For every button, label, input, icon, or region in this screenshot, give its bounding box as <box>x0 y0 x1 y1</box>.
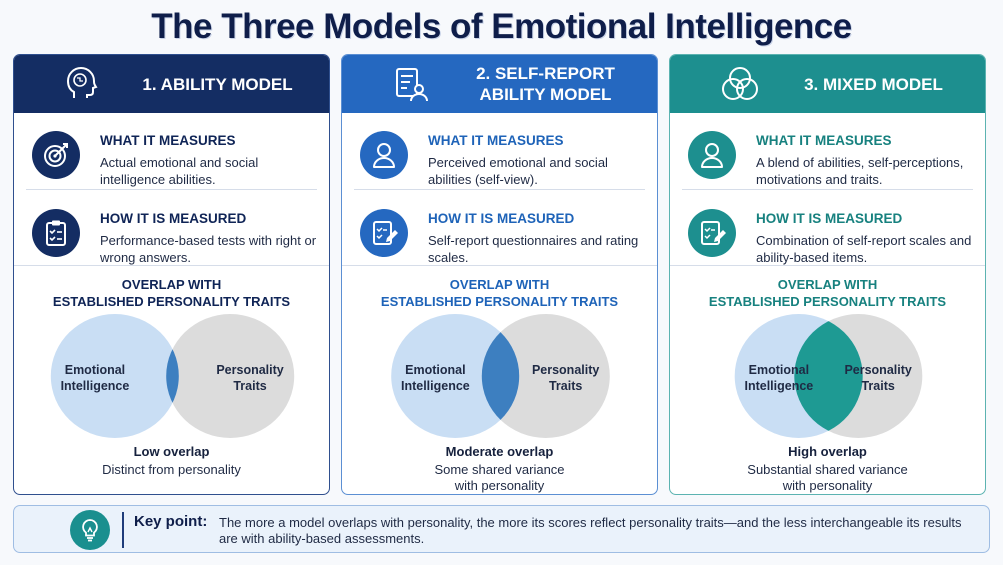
head-brain-icon <box>62 64 102 104</box>
form-pencil-icon <box>360 209 408 257</box>
model-title: 1. ABILITY MODEL <box>142 74 293 94</box>
venn-overlap <box>794 314 863 438</box>
model-card-header: 2. SELF-REPORT ABILITY MODEL <box>342 55 657 113</box>
model-card-header: 3. MIXED MODEL <box>670 55 985 113</box>
section-heading: WHAT IT MEASURES <box>756 133 892 148</box>
venn-circle-ei <box>50 314 179 438</box>
target-icon <box>32 131 80 179</box>
section-text: A blend of abilities, self-perceptions, … <box>756 155 964 187</box>
what-it-measures-section: WHAT IT MEASURES Actual emotional and soc… <box>14 123 329 201</box>
report-person-icon <box>390 64 430 104</box>
section-text: Performance-based tests with right or wr… <box>100 233 317 265</box>
person-icon <box>688 131 736 179</box>
model-title: 3. MIXED MODEL <box>804 74 943 94</box>
lightbulb-icon <box>70 510 110 550</box>
overlap-description: Substantial shared variance with persona… <box>747 462 908 493</box>
model-card-header: 1. ABILITY MODEL <box>14 55 329 113</box>
key-point-separator <box>122 512 124 548</box>
divider <box>26 189 317 190</box>
overlap-level: High overlap <box>788 444 867 459</box>
person-icon <box>360 131 408 179</box>
section-text: Combination of self-report scales and ab… <box>756 233 972 265</box>
overlap-description: Some shared variance with personality <box>434 462 565 493</box>
model-card-2: 2. SELF-REPORT ABILITY MODEL WHAT IT MEAS… <box>341 54 658 495</box>
form-pencil-icon <box>688 209 736 257</box>
venn-circle-ei <box>391 314 520 438</box>
divider <box>14 265 329 266</box>
key-point-text: The more a model overlaps with personali… <box>219 515 962 546</box>
divider <box>354 189 645 190</box>
how-measured-section: HOW IT IS MEASURED Combination of self-re… <box>670 201 985 279</box>
model-card-3: 3. MIXED MODEL WHAT IT MEASURES A blend of… <box>669 54 986 495</box>
venn-circle-personality <box>166 314 295 438</box>
key-point-label: Key point: <box>134 513 208 530</box>
section-text: Perceived emotional and social abilities… <box>428 155 608 187</box>
page-title: The Three Models of Emotional Intelligen… <box>151 7 852 46</box>
divider <box>342 265 657 266</box>
section-heading: HOW IT IS MEASURED <box>756 211 903 226</box>
section-heading: HOW IT IS MEASURED <box>100 211 247 226</box>
overlap-heading: OVERLAP WITH ESTABLISHED PERSONALITY TRA… <box>708 277 947 309</box>
overlap-level: Low overlap <box>133 444 210 459</box>
divider <box>670 265 985 266</box>
section-text: Self-report questionnaires and rating sc… <box>428 233 639 265</box>
model-title: 2. SELF-REPORT ABILITY MODEL <box>476 64 615 104</box>
overlap-heading: OVERLAP WITH ESTABLISHED PERSONALITY TRA… <box>380 277 619 309</box>
what-it-measures-section: WHAT IT MEASURES A blend of abilities, se… <box>670 123 985 201</box>
overlap-heading: OVERLAP WITH ESTABLISHED PERSONALITY TRA… <box>52 277 291 309</box>
section-heading: HOW IT IS MEASURED <box>428 211 575 226</box>
what-it-measures-section: WHAT IT MEASURES Perceived emotional and … <box>342 123 657 201</box>
overlap-level: Moderate overlap <box>445 444 554 459</box>
divider <box>682 189 973 190</box>
venn-circle-personality <box>481 314 610 438</box>
key-point-box: Key point: The more a model overlaps wit… <box>13 505 990 553</box>
section-text: Actual emotional and social intelligence… <box>100 155 259 187</box>
clipboard-check-icon <box>32 209 80 257</box>
section-heading: WHAT IT MEASURES <box>428 133 564 148</box>
section-heading: WHAT IT MEASURES <box>100 133 236 148</box>
three-circles-icon <box>718 64 758 104</box>
overlap-description: Distinct from personality <box>102 462 241 477</box>
how-measured-section: HOW IT IS MEASURED Performance-based test… <box>14 201 329 279</box>
how-measured-section: HOW IT IS MEASURED Self-report questionna… <box>342 201 657 279</box>
model-card-1: 1. ABILITY MODEL WHAT IT MEASURES Actual e… <box>13 54 330 495</box>
